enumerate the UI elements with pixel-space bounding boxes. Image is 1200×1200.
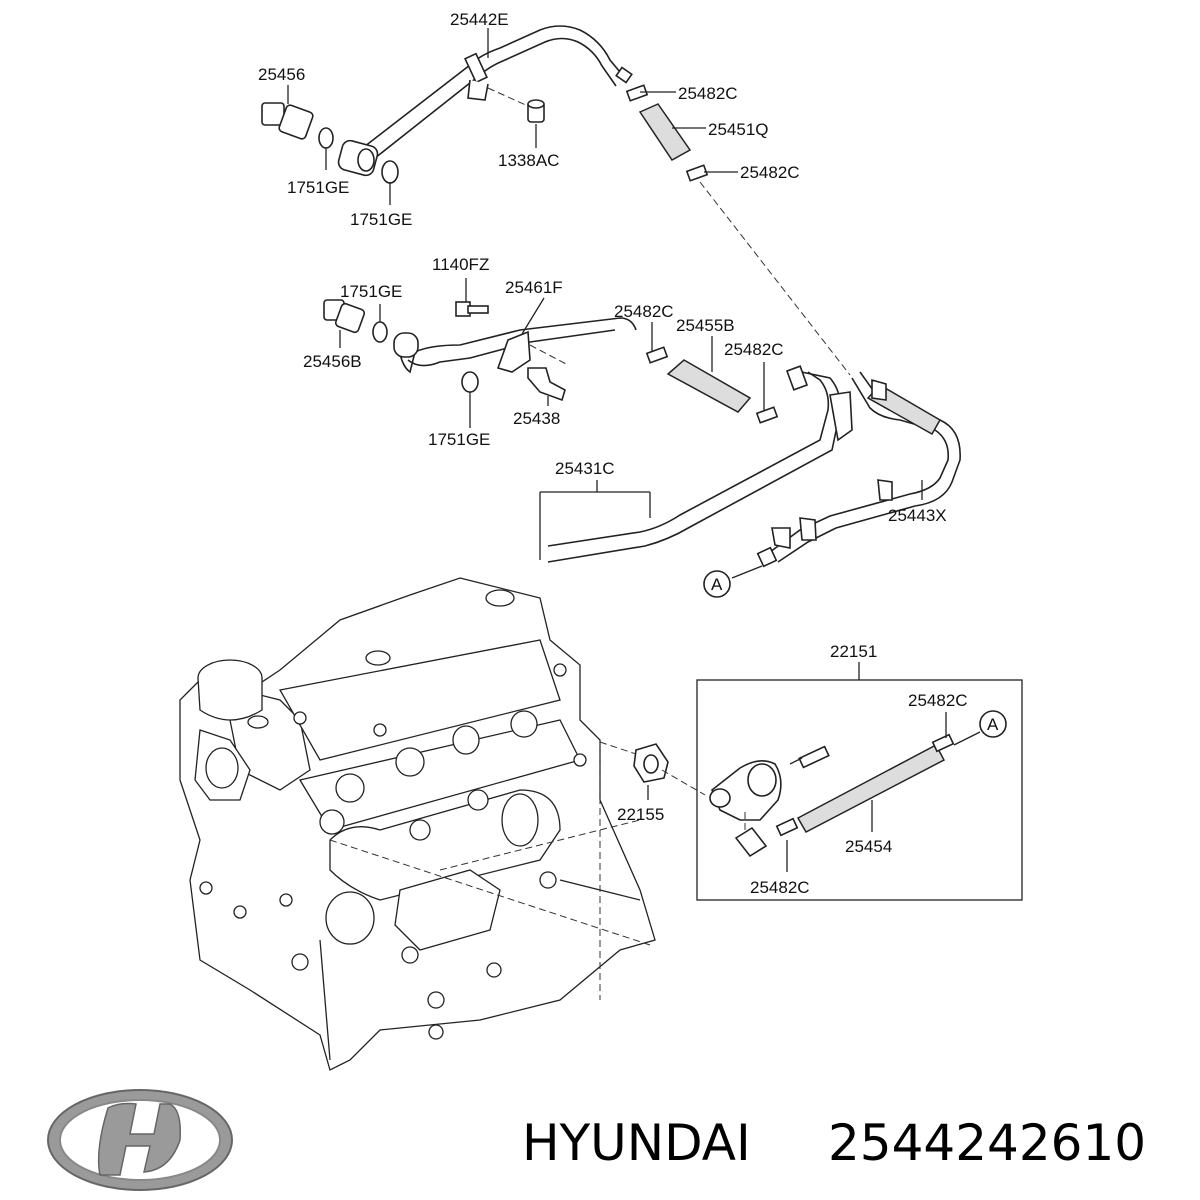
label-25482C-b: 25482C <box>740 163 800 182</box>
label-1751GE-c: 1751GE <box>340 282 402 301</box>
gasket-22155 <box>633 743 669 783</box>
label-25456B: 25456B <box>303 352 362 371</box>
clamp-25482C-e <box>931 733 955 753</box>
eyelet-fitting <box>337 139 379 177</box>
nut-1338AC <box>527 99 545 123</box>
label-25442E: 25442E <box>450 10 509 29</box>
label-25431C: 25431C <box>555 459 615 478</box>
clamp-25482C-c <box>645 346 669 364</box>
label-1751GE-a: 1751GE <box>287 178 349 197</box>
label-25461F: 25461F <box>505 278 563 297</box>
fitting-25456 <box>261 102 314 140</box>
hose-25454 <box>796 743 946 833</box>
label-25456: 25456 <box>258 65 305 84</box>
label-25443X: 25443X <box>888 506 947 525</box>
ref-label-A-top: A <box>711 575 723 594</box>
label-1751GE-d: 1751GE <box>428 430 490 449</box>
clamp-25482C-f <box>775 817 799 837</box>
label-22151: 22151 <box>830 642 877 661</box>
brand-name: HYUNDAI <box>522 1114 751 1172</box>
label-25454: 25454 <box>845 837 892 856</box>
label-25482C-e: 25482C <box>908 691 968 710</box>
leader-lines <box>287 28 923 500</box>
label-25482C-f: 25482C <box>750 878 810 897</box>
pipe-25443X <box>756 371 961 568</box>
hose-25451Q <box>638 103 692 161</box>
hyundai-logo <box>47 1089 233 1191</box>
label-25482C-d: 25482C <box>724 340 784 359</box>
temperature-sensor <box>789 745 830 769</box>
washer-1751GE-b <box>381 160 399 184</box>
hose-25455B <box>666 359 752 413</box>
label-25482C-c: 25482C <box>614 302 674 321</box>
ref-label-A-box: A <box>987 715 999 734</box>
thermostat-housing <box>709 760 782 858</box>
label-25438: 25438 <box>513 409 560 428</box>
label-22155: 22155 <box>617 805 664 824</box>
washer-1751GE-a <box>318 127 334 149</box>
label-25455B: 25455B <box>676 316 735 335</box>
label-1751GE-b: 1751GE <box>350 210 412 229</box>
label-1338AC: 1338AC <box>498 151 559 170</box>
pipe-25461F <box>393 317 637 374</box>
ref-circle-top <box>703 570 731 598</box>
label-1140FZ: 1140FZ <box>432 255 489 274</box>
pipe-25431C <box>547 365 853 563</box>
fitting-25456B <box>323 299 366 334</box>
pipe-25442E <box>359 25 633 163</box>
washer-1751GE-d <box>461 371 479 393</box>
part-labels: 25442E 25456 25482C 25451Q 1338AC 25482C… <box>258 10 999 897</box>
clamp-25482C-a <box>625 84 649 102</box>
part-number: 2544242610 <box>828 1114 1146 1172</box>
bolt-1140FZ <box>455 301 489 317</box>
washer-1751GE-c <box>372 321 388 343</box>
label-25482C-a: 25482C <box>678 84 738 103</box>
clamp-25482C-b <box>685 164 709 182</box>
bracket-25438 <box>527 367 566 402</box>
ref-circle-box <box>979 710 1007 738</box>
clamp-25482C-d <box>755 406 779 424</box>
engine-block <box>179 577 656 1071</box>
label-25451Q: 25451Q <box>708 120 769 139</box>
